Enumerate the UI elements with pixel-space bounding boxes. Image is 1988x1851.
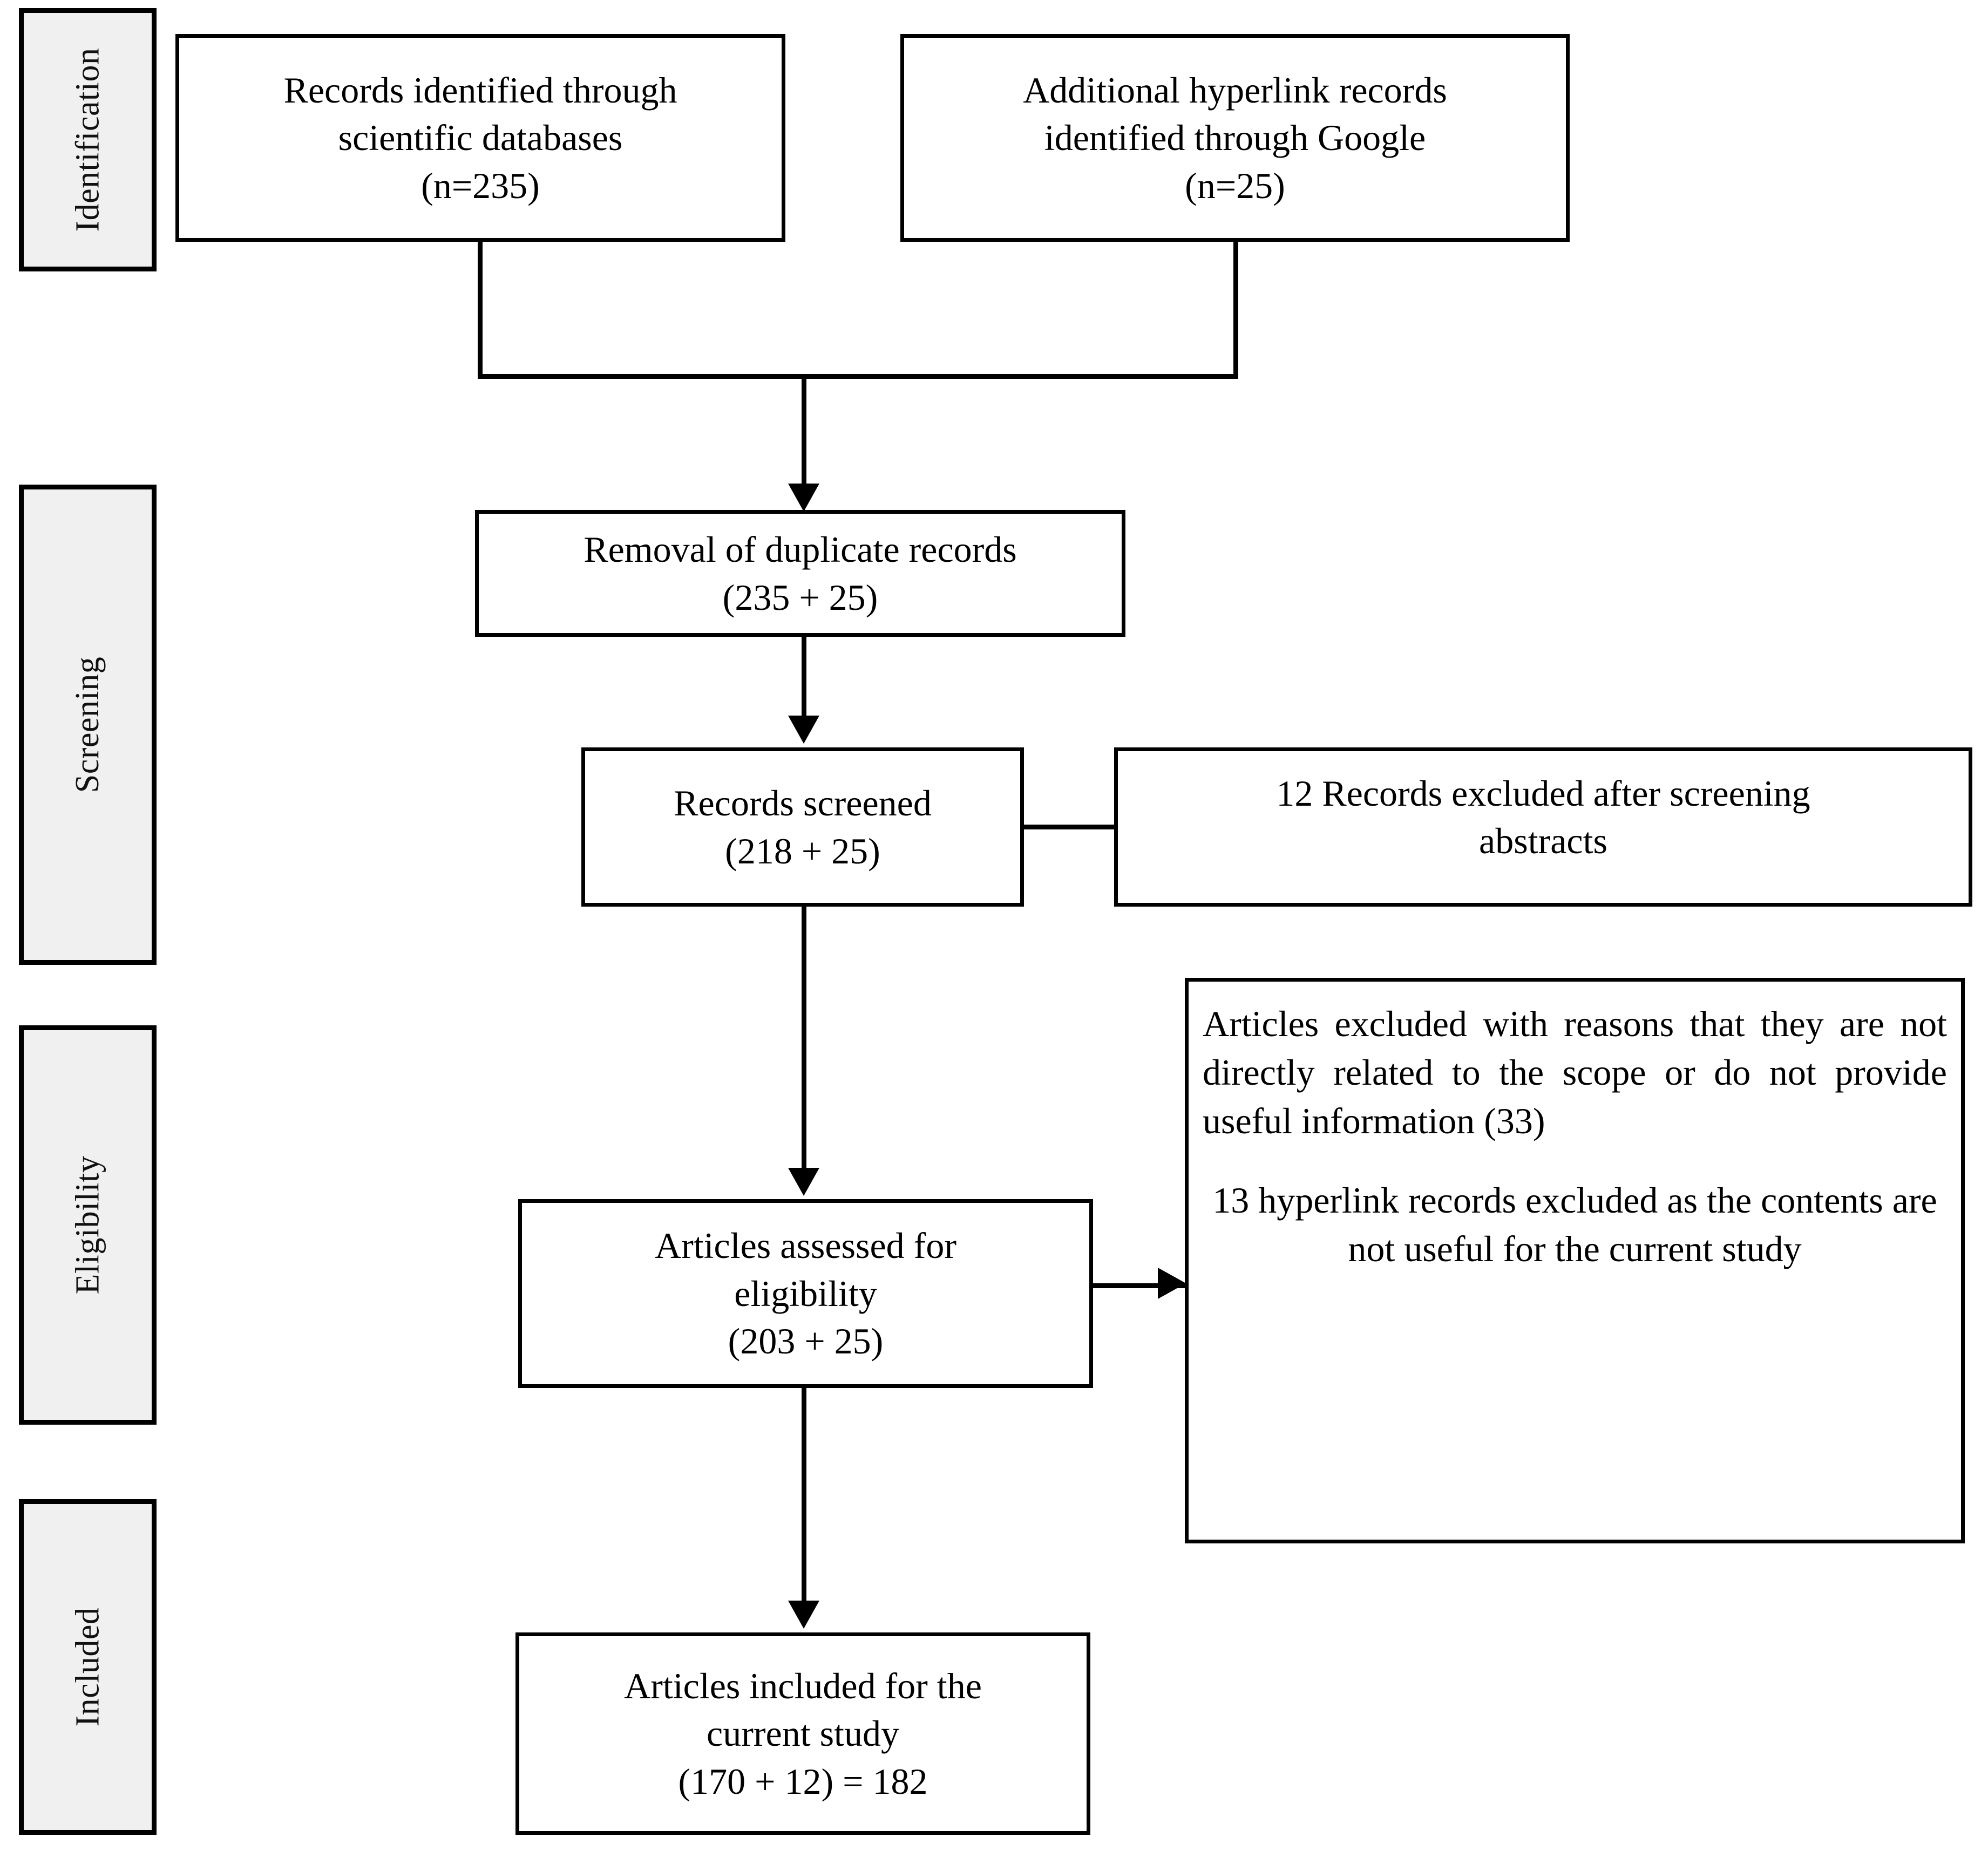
box-records-databases: Records identified through scientific da…: [175, 34, 785, 242]
articles-included-line2: current study: [707, 1713, 899, 1754]
duplicates-removed-line2: (235 + 25): [722, 576, 878, 618]
eligibility-excluded-para2: 13 hyperlink records excluded as the con…: [1212, 1180, 1937, 1269]
records-google-line1: Additional hyperlink records: [1023, 69, 1447, 111]
duplicates-removed-line1: Removal of duplicate records: [583, 529, 1017, 570]
records-screened-line1: Records screened: [674, 782, 932, 824]
records-google-line3: (n=25): [1185, 165, 1285, 206]
connector-assessed-to-included: [802, 1388, 806, 1604]
records-databases-line1: Records identified through: [283, 69, 677, 111]
stage-label-screening: Screening: [69, 656, 106, 793]
stage-chip-eligibility: Eligibility: [19, 1025, 157, 1425]
arrowhead-into-screened: [788, 716, 819, 744]
connector-databases-stem: [478, 242, 483, 379]
arrowhead-into-included: [788, 1601, 819, 1629]
articles-assessed-line2: eligibility: [734, 1272, 877, 1314]
box-eligibility-excluded: Articles excluded with reasons that they…: [1185, 978, 1965, 1543]
stage-chip-included: Included: [19, 1499, 157, 1835]
connector-duplicates-to-screened: [802, 637, 806, 718]
box-screening-excluded: 12 Records excluded after screening abst…: [1114, 747, 1972, 907]
records-databases-line2: scientific databases: [338, 117, 623, 159]
stage-chip-screening: Screening: [19, 485, 157, 965]
records-google-line2: identified through Google: [1044, 117, 1426, 159]
connector-merge-drop: [802, 374, 806, 488]
arrowhead-into-eligibility-excluded: [1158, 1268, 1186, 1299]
stage-label-included: Included: [69, 1607, 106, 1727]
eligibility-excluded-para1: Articles excluded with reasons that they…: [1203, 1003, 1947, 1141]
box-articles-included: Articles included for the current study …: [515, 1632, 1090, 1835]
connector-screened-to-excluded: [1024, 825, 1128, 829]
records-databases-line3: (n=235): [421, 165, 540, 206]
connector-google-stem: [1233, 242, 1238, 379]
box-records-screened: Records screened (218 + 25): [581, 747, 1024, 907]
box-articles-assessed: Articles assessed for eligibility (203 +…: [518, 1199, 1093, 1388]
screening-excluded-line1: 12 Records excluded after screening: [1276, 773, 1810, 814]
arrowhead-into-duplicates: [788, 484, 819, 512]
box-duplicates-removed: Removal of duplicate records (235 + 25): [475, 510, 1125, 637]
connector-screened-to-assessed: [802, 907, 806, 1171]
articles-assessed-line3: (203 + 25): [728, 1321, 884, 1362]
connector-merge-bar: [478, 374, 1238, 379]
articles-assessed-line1: Articles assessed for: [655, 1225, 956, 1267]
records-screened-line2: (218 + 25): [725, 830, 880, 872]
articles-included-line1: Articles included for the: [624, 1665, 982, 1706]
articles-included-line3: (170 + 12) = 182: [678, 1760, 928, 1802]
screening-excluded-line2: abstracts: [1479, 820, 1607, 862]
stage-label-eligibility: Eligibility: [69, 1155, 106, 1295]
arrowhead-into-assessed: [788, 1168, 819, 1196]
stage-chip-identification: Identification: [19, 8, 157, 271]
stage-label-identification: Identification: [69, 47, 106, 232]
connector-assessed-to-excluded: [1093, 1283, 1190, 1288]
box-records-google: Additional hyperlink records identified …: [900, 34, 1570, 242]
